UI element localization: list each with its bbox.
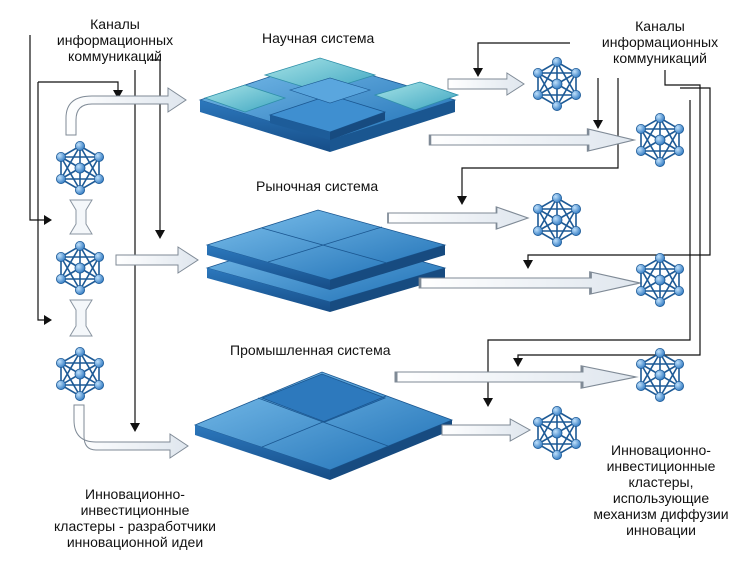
channels-label-left: Каналы информационных коммуникаций [56,16,174,64]
industry-system-layers [193,371,454,480]
left-vertical-arrows [69,199,93,337]
left-caption: Инновационно- инвестиционные кластеры - … [54,486,216,550]
right-caption: Инновационно- инвестиционные кластеры, и… [593,442,729,538]
channels-label-right: Каналы информационных коммуникаций [601,18,719,66]
curved-arrows-left [65,87,189,459]
market-system-layers [205,209,447,312]
science-system-title: Научная система [262,30,375,46]
industry-system-title: Промышленная система [230,342,391,358]
channel-lines [29,35,711,425]
market-system-title: Рыночная система [256,178,379,194]
science-system-layers [198,57,460,152]
arrow-into-market [115,246,199,274]
channel-arrowheads [44,68,603,432]
